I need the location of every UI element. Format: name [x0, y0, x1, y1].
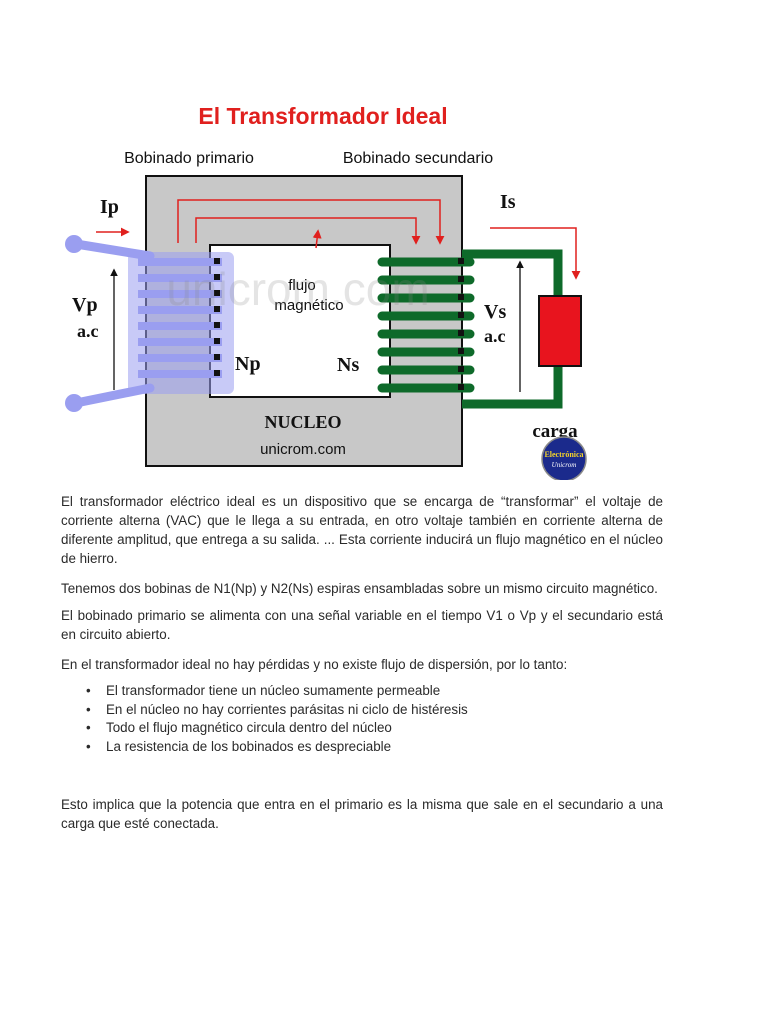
flux-label-line2: magnético: [274, 297, 343, 314]
flux-label-line1: flujo: [288, 277, 316, 294]
diagram-title: El Transformador Ideal: [198, 103, 447, 129]
list-item: El transformador tiene un núcleo sumamen…: [61, 682, 468, 701]
paragraph-primary: El bobinado primario se alimenta con una…: [61, 606, 663, 644]
badge-text-top: Electrónica: [544, 450, 583, 459]
np-label: Np: [235, 353, 261, 375]
list-item: La resistencia de los bobinados es despr…: [61, 738, 468, 757]
vp-label: Vp: [72, 294, 98, 316]
paragraph-ideal: En el transformador ideal no hay pérdida…: [61, 655, 663, 674]
paragraph-coils: Tenemos dos bobinas de N1(Np) y N2(Ns) e…: [61, 579, 663, 598]
vs-ac-label: a.c: [484, 326, 506, 346]
is-arrow: [490, 227, 581, 280]
list-item: Todo el flujo magnético circula dentro d…: [61, 719, 468, 738]
paragraph-conclusion: Esto implica que la potencia que entra e…: [61, 795, 663, 833]
watermark: unicrom.com: [166, 263, 429, 315]
secondary-winding-label: Bobinado secundario: [343, 150, 493, 167]
vp-ac-label: a.c: [77, 321, 99, 341]
ideal-properties-list: El transformador tiene un núcleo sumamen…: [61, 682, 468, 756]
secondary-coil: [377, 257, 475, 393]
ns-label: Ns: [337, 354, 359, 376]
load-resistor: [538, 295, 582, 367]
paragraph-intro-text: El transformador eléctrico ideal es un d…: [61, 494, 663, 566]
flux-arrows: [177, 199, 445, 249]
ip-label: Ip: [100, 196, 119, 218]
paragraph-ideal-text: En el transformador ideal no hay pérdida…: [61, 657, 568, 672]
primary-coil: [128, 252, 234, 394]
paragraph-intro: El transformador eléctrico ideal es un d…: [61, 492, 663, 568]
paragraph-coils-text: Tenemos dos bobinas de N1(Np) y N2(Ns) e…: [61, 581, 658, 596]
list-item: En el núcleo no hay corrientes parásitas…: [61, 701, 468, 720]
site-label: unicrom.com: [260, 441, 346, 458]
secondary-leads: [462, 249, 563, 409]
primary-terminal-top: [65, 235, 83, 253]
transformer-diagram: El Transformador Ideal Bobinado primario…: [65, 103, 587, 480]
primary-winding-label: Bobinado primario: [124, 150, 254, 167]
badge-text-bottom: Unicrom: [552, 461, 577, 469]
core-label: NUCLEO: [264, 412, 341, 432]
primary-terminal-bottom: [65, 394, 83, 412]
paragraph-primary-text: El bobinado primario se alimenta con una…: [61, 608, 663, 642]
vs-label: Vs: [484, 301, 506, 323]
unicrom-badge: Electrónica Unicrom: [541, 436, 587, 480]
paragraph-conclusion-text: Esto implica que la potencia que entra e…: [61, 797, 663, 831]
is-label: Is: [500, 191, 516, 213]
